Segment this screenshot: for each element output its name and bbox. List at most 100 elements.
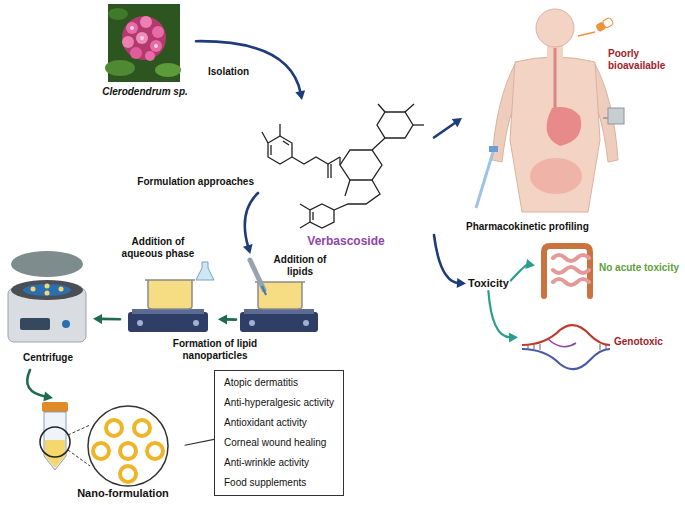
dna-icon <box>522 325 610 369</box>
centrifuge-lid <box>11 251 83 277</box>
leaf <box>105 60 135 76</box>
device-label: Centrifuge <box>8 352 88 364</box>
blossom <box>145 51 155 61</box>
nanoparticles <box>93 420 163 482</box>
flow-arrow <box>185 439 214 445</box>
hydroxymethyl-bond <box>345 180 350 196</box>
connector-line <box>185 439 214 445</box>
arrow-head <box>43 391 53 401</box>
application-item: Food supplements <box>224 477 334 489</box>
aqueous-beaker: Addition of aqueous phase <box>120 236 218 334</box>
knob <box>249 320 255 326</box>
application-item: Anti-hyperalgesic activity <box>224 397 334 409</box>
tube-content <box>45 440 65 468</box>
blossom-center <box>130 26 134 30</box>
dosing-arrow <box>578 32 595 36</box>
base-pairs <box>528 344 606 350</box>
text-slot: Poorly bioavailable <box>608 48 682 72</box>
human-figure <box>476 9 624 212</box>
patch-arrow <box>603 117 608 119</box>
stirrer-setup <box>128 262 214 332</box>
intestine-icon: No acute toxicity <box>535 240 684 304</box>
carbonyl-bond <box>327 164 328 178</box>
dna-strand <box>522 349 610 369</box>
glucose-ring <box>340 150 382 180</box>
stirrer-plate <box>128 312 208 332</box>
display-panel <box>20 318 50 330</box>
centrifuge-icon <box>8 251 86 342</box>
zoom-leader <box>68 425 90 435</box>
flower-photo <box>105 4 181 82</box>
leaf <box>108 8 128 20</box>
blossom <box>122 36 134 48</box>
nanoparticle <box>120 443 136 459</box>
step-label: Addition of aqueous phase <box>120 236 196 260</box>
arrow-head <box>218 314 227 324</box>
edge-label: Isolation <box>208 66 264 78</box>
blossom-center <box>140 36 144 40</box>
glycosidic-bond <box>372 138 385 150</box>
nano-formulation: Nano-formulation <box>35 398 185 503</box>
beaker-rim <box>145 279 195 281</box>
ring-link <box>339 157 340 165</box>
capsule-half <box>602 17 614 28</box>
hydroxyl-bond <box>279 124 280 136</box>
arrow-head <box>243 244 253 254</box>
text-slot: Centrifuge <box>8 352 88 364</box>
head <box>536 9 574 47</box>
connector-line <box>511 264 528 280</box>
outcome-label: Poorly bioavailable <box>608 48 682 72</box>
flower-cluster <box>122 16 166 60</box>
compound-name: Verbascoside <box>288 234 404 248</box>
rotor-tube <box>45 291 50 296</box>
nanoparticle <box>93 443 109 459</box>
pipette <box>250 260 264 290</box>
blossom <box>140 16 152 28</box>
arrow-head <box>525 259 535 269</box>
nanoparticle <box>147 443 163 459</box>
flow-arrow <box>243 193 258 254</box>
edge-label: Formulation approaches <box>136 176 254 188</box>
text-slot: Isolation <box>208 66 264 78</box>
text-slot: Formation of lipid nanoparticles <box>160 338 270 362</box>
species-name: Clerodendrum sp. <box>95 86 195 98</box>
centrifuge-chamber <box>11 280 83 300</box>
blossom-center <box>154 44 158 48</box>
molecule-skeleton <box>262 104 424 228</box>
esophagus <box>554 48 557 110</box>
cannula <box>489 146 498 152</box>
zoom-circle <box>88 406 168 486</box>
blossom <box>152 26 164 38</box>
hydroxyl-bond <box>262 132 268 143</box>
application-item: Atopic dermatitis <box>224 377 334 389</box>
flow-arrow <box>93 314 120 324</box>
zoom-marker <box>40 427 70 457</box>
nanoparticle <box>134 420 150 436</box>
flow-arrow <box>434 235 466 288</box>
blossom <box>150 40 162 52</box>
ester-chain <box>292 157 340 164</box>
connector-line <box>245 193 258 247</box>
beaker <box>148 280 192 309</box>
centrifuge-icon: Centrifuge <box>3 248 93 370</box>
connector-line <box>27 370 46 397</box>
rhamnose-ring <box>377 112 413 138</box>
rotor-tube <box>59 287 64 292</box>
gut <box>530 158 582 194</box>
nanoparticle <box>106 420 122 436</box>
stomach <box>547 107 582 146</box>
outcome-label: No acute toxicity <box>599 262 683 274</box>
knob <box>193 320 199 326</box>
flow-arrow <box>434 118 462 138</box>
blossom <box>136 32 148 44</box>
knob <box>137 320 143 326</box>
intestine-icon <box>544 246 590 296</box>
flow-arrow <box>218 314 236 324</box>
nano-formulation-art <box>40 402 168 486</box>
arrow-head <box>457 278 466 288</box>
application-item: Anti-wrinkle activity <box>224 457 334 469</box>
zoom-leader <box>68 450 90 466</box>
rotor-tube <box>31 287 36 292</box>
text-slot: Addition of lipids <box>270 254 330 278</box>
